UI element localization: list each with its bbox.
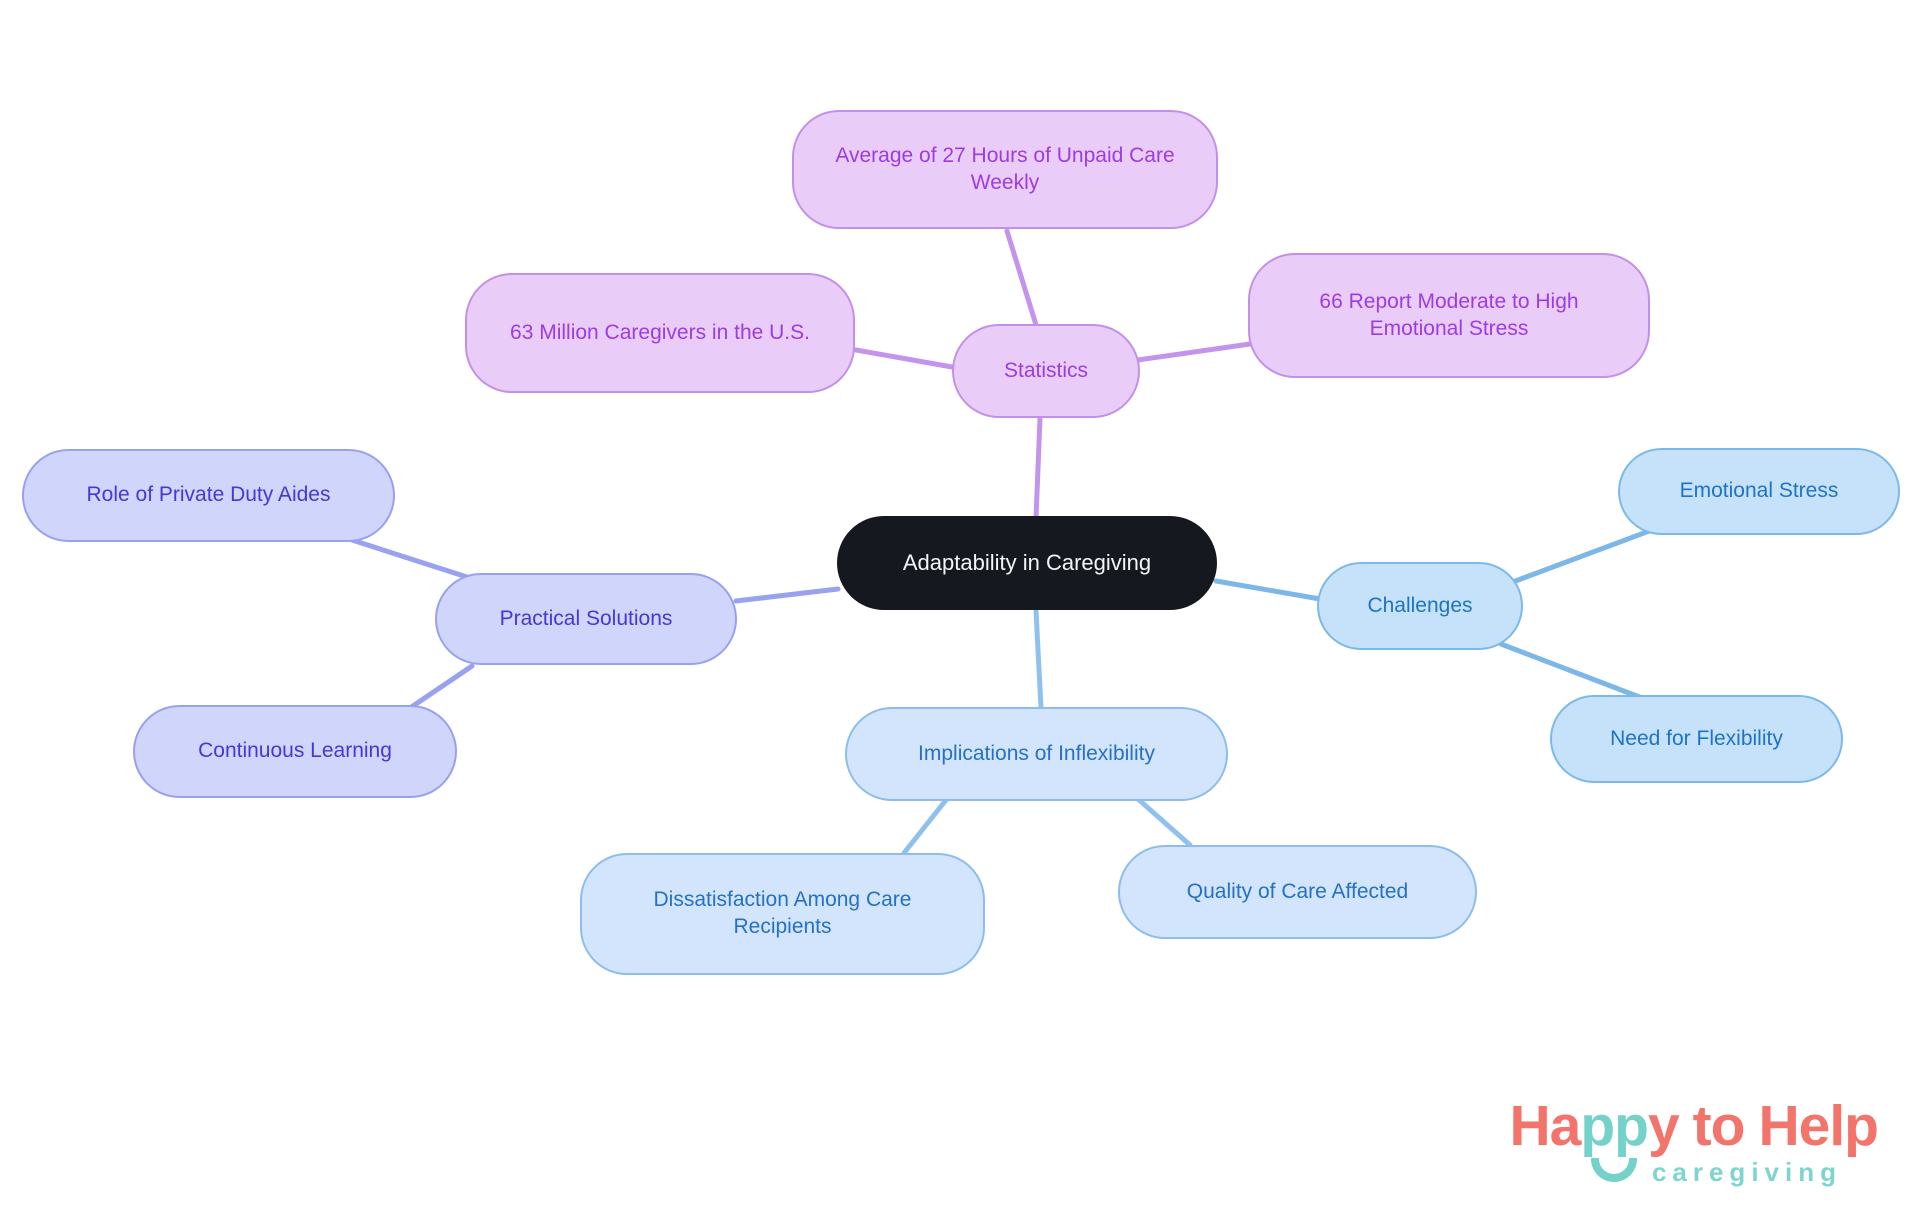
node-emotional-stress[interactable]: Emotional Stress xyxy=(1618,448,1900,535)
node-implications-label: Implications of Inflexibility xyxy=(918,741,1155,765)
logo-pp-text: pp xyxy=(1580,1094,1649,1158)
logo-pp: pp xyxy=(1580,1098,1649,1182)
node-dissatisfaction[interactable]: Dissatisfaction Among Care Recipients xyxy=(580,853,985,975)
node-implications[interactable]: Implications of Inflexibility xyxy=(845,707,1228,801)
node-avg-hours[interactable]: Average of 27 Hours of Unpaid Care Weekl… xyxy=(792,110,1218,229)
node-dissatisfaction-label: Dissatisfaction Among Care Recipients xyxy=(653,888,912,938)
logo-smile-icon xyxy=(1591,1158,1638,1182)
node-practical-solutions[interactable]: Practical Solutions xyxy=(435,573,737,665)
logo-tagline: caregiving xyxy=(1651,1157,1842,1187)
connector-statistics-avg-hours xyxy=(1004,228,1040,331)
connector-challenges-emotional xyxy=(1499,527,1655,589)
connector-statistics-stress xyxy=(1135,341,1253,363)
node-statistics[interactable]: Statistics xyxy=(952,324,1140,418)
node-statistics-label: Statistics xyxy=(1003,358,1089,382)
node-central[interactable]: Adaptability in Caregiving xyxy=(837,516,1217,610)
node-private-duty-aides-label: Role of Private Duty Aides xyxy=(86,483,331,507)
logo-to: to xyxy=(1692,1094,1746,1158)
node-emotional-stress-pct-label: 66 Report Moderate to High Emotional Str… xyxy=(1319,289,1579,340)
node-avg-hours-label: Average of 27 Hours of Unpaid Care Weekl… xyxy=(835,143,1175,194)
node-central-label: Adaptability in Caregiving xyxy=(902,549,1152,575)
logo-y: y xyxy=(1647,1094,1680,1158)
connector-center-statistics xyxy=(1033,415,1043,521)
connector-implications-dissatisfaction xyxy=(901,797,949,856)
node-emotional-stress-label: Emotional Stress xyxy=(1679,479,1839,503)
connector-implications-quality xyxy=(1135,796,1193,848)
node-caregivers-us[interactable]: 63 Million Caregivers in the U.S. xyxy=(465,273,855,393)
node-challenges[interactable]: Challenges xyxy=(1317,562,1523,650)
connector-center-implications xyxy=(1033,608,1044,711)
connector-statistics-caregivers xyxy=(853,347,955,370)
node-private-duty-aides[interactable]: Role of Private Duty Aides xyxy=(22,449,395,542)
node-emotional-stress-pct[interactable]: 66 Report Moderate to High Emotional Str… xyxy=(1248,253,1650,378)
logo-help: Help xyxy=(1758,1094,1879,1158)
connector-center-practical xyxy=(733,586,841,604)
node-need-flexibility-label: Need for Flexibility xyxy=(1610,726,1783,750)
logo-ha: Ha xyxy=(1509,1094,1581,1158)
node-challenges-label: Challenges xyxy=(1367,593,1473,617)
node-continuous-learning-label: Continuous Learning xyxy=(198,739,392,763)
connector-practical-aides xyxy=(349,537,473,581)
connector-center-challenges xyxy=(1213,578,1323,602)
node-need-flexibility[interactable]: Need for Flexibility xyxy=(1550,695,1843,783)
connector-challenges-flexibility xyxy=(1498,641,1645,701)
node-quality-of-care[interactable]: Quality of Care Affected xyxy=(1118,845,1477,939)
node-caregivers-us-label: 63 Million Caregivers in the U.S. xyxy=(510,320,810,344)
node-continuous-learning[interactable]: Continuous Learning xyxy=(133,705,457,798)
node-quality-of-care-label: Quality of Care Affected xyxy=(1186,879,1409,903)
node-practical-solutions-label: Practical Solutions xyxy=(499,606,673,630)
connector-practical-learning xyxy=(407,663,475,711)
